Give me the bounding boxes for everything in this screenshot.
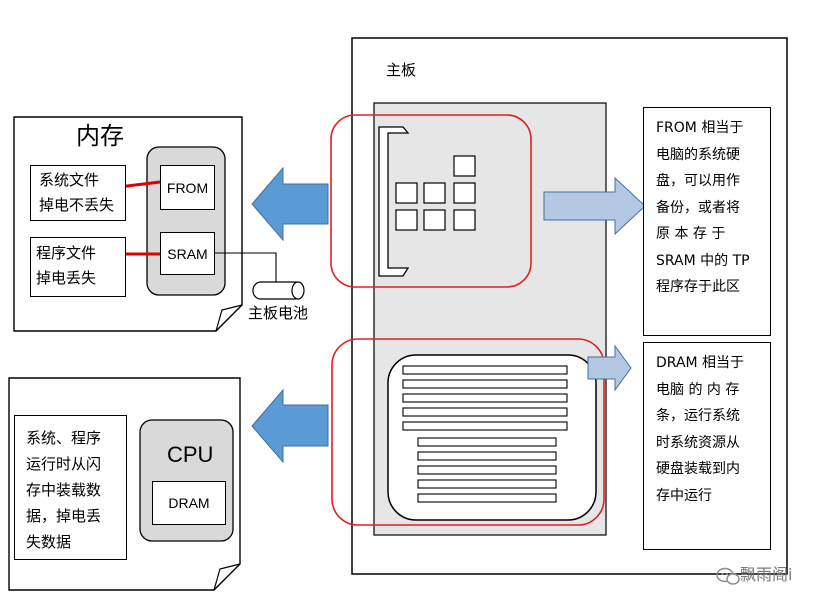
cpu-title: CPU [167,442,214,467]
dram-note-box: DRAM 相当于 电脑 的 内 存 条，运行系统 时系统资源从 硬盘装载到内 存… [643,342,771,550]
from-chip: FROM [160,165,215,210]
dram-highlight [331,338,605,526]
arrow-to-cpu [251,388,329,464]
sram-chip: SRAM [160,232,215,275]
battery-icon [252,281,305,300]
from-desc-text: 系统文件 掉电不丢失 [39,171,115,214]
dram-chip: DRAM [152,481,226,525]
arrow-to-dram-note [587,344,632,392]
battery-label: 主板电池 [248,304,309,322]
sram-battery-line [215,252,277,282]
from-desc-box: 系统文件 掉电不丢失 [30,165,126,221]
memory-title: 内存 [76,122,124,150]
dram-note-text: DRAM 相当于 电脑 的 内 存 条，运行系统 时系统资源从 硬盘装载到内 存… [656,355,745,504]
from-note-box: FROM 相当于 电脑的系统硬 盘，可以用作 备份，或者将 原 本 存 于 SR… [643,107,771,336]
from-note-text: FROM 相当于 电脑的系统硬 盘，可以用作 备份，或者将 原 本 存 于 SR… [656,120,750,295]
arrow-to-memory [251,166,329,242]
sram-desc-text: 程序文件 掉电丢失 [36,244,97,287]
watermark-text: 飘雨阁i [740,565,793,584]
watermark-icon [716,567,740,585]
arrow-to-from-note [543,176,646,236]
dram-module [387,354,597,521]
flash-highlight [330,114,532,288]
cpu-desc-box: 系统、程序 运行时从闪 存中装载数 据，掉电丢 失数据 [14,415,127,560]
motherboard-title: 主板 [386,61,417,79]
cpu-desc-text: 系统、程序 运行时从闪 存中装载数 据，掉电丢 失数据 [26,429,102,551]
sram-desc-box: 程序文件 掉电丢失 [30,237,126,297]
flash-module [378,126,476,277]
